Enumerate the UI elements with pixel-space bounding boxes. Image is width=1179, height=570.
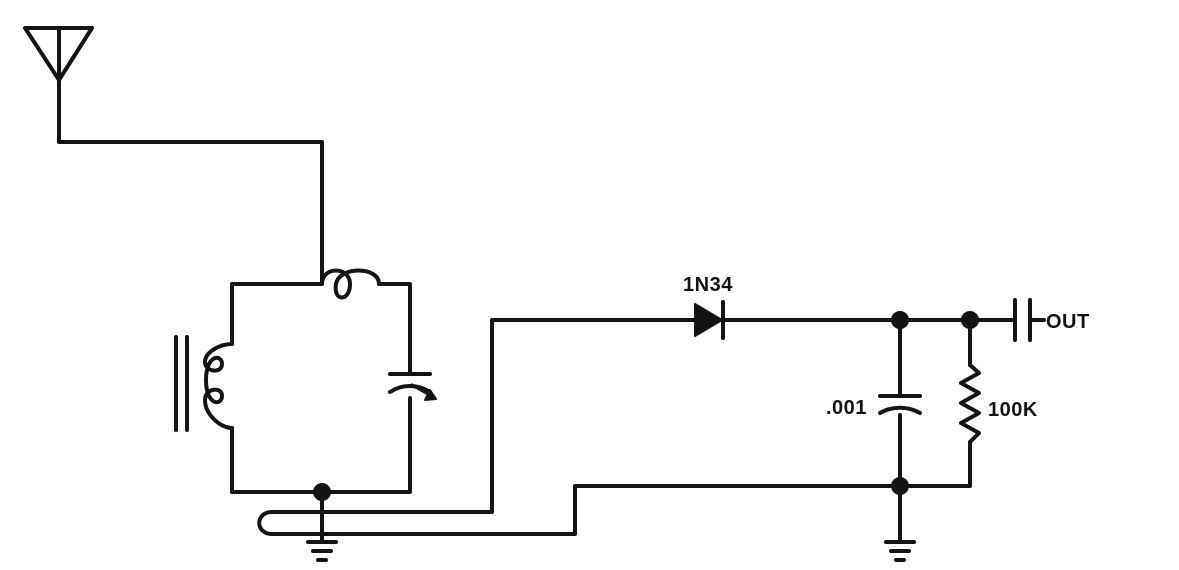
signal-wire-to-diode [270, 318, 697, 514]
resistor-leads [898, 318, 972, 488]
resistor-icon [959, 363, 981, 444]
output-label: OUT [1046, 311, 1090, 333]
capacitor-value-label: .001 [826, 397, 867, 419]
antenna-icon [23, 26, 94, 82]
tank-circuit-wire [230, 282, 412, 494]
coupling-coil-icon [320, 268, 381, 300]
resistor-value-label: 100K [988, 399, 1038, 421]
antenna-lead-wire [57, 78, 324, 284]
variable-capacitor-icon [388, 372, 437, 401]
output-capacitor-icon [1013, 298, 1046, 342]
capacitor-icon [878, 394, 922, 415]
ferrite-loopstick-icon [174, 335, 234, 432]
ground-icon [306, 540, 338, 562]
ground-icon [884, 540, 916, 562]
diode-label: 1N34 [683, 274, 733, 296]
diode-icon [694, 300, 725, 340]
